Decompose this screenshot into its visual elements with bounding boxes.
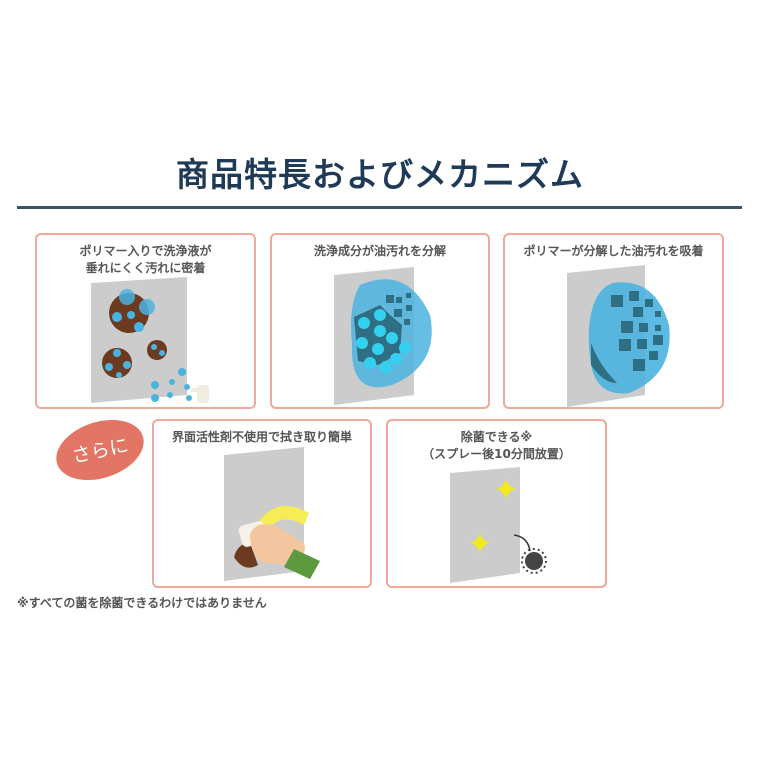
- feature-card-decompose: 洗浄成分が油汚れを分解: [270, 233, 490, 409]
- sleeve-icon: [284, 549, 320, 579]
- feature-card-sanitize: 除菌できる※ （スプレー後10分間放置）: [386, 419, 607, 588]
- wipe-hand-illustration: [224, 447, 320, 581]
- feature-card-adhesion: ポリマー入りで洗浄液が 垂れにくく汚れに密着: [35, 233, 256, 409]
- sanitize-illustration: [450, 467, 547, 583]
- decompose-oil-illustration: [334, 267, 432, 405]
- card-caption: 除菌できる※ （スプレー後10分間放置）: [422, 430, 571, 461]
- dirt-blob-icon: [109, 289, 155, 333]
- sarani-badge: さらに: [48, 409, 152, 491]
- spray-adhesion-illustration: [91, 277, 209, 403]
- spray-bottle-icon: [191, 385, 209, 403]
- card-caption: ポリマーが分解した油汚れを吸着: [523, 244, 704, 258]
- card-caption: 洗浄成分が油汚れを分解: [313, 244, 446, 258]
- title-divider: [17, 206, 742, 209]
- feature-card-absorb: ポリマーが分解した油汚れを吸着: [503, 233, 724, 409]
- card-caption: 界面活性剤不使用で拭き取り簡単: [171, 430, 352, 444]
- sparkle-icon: [496, 479, 516, 499]
- absorb-oil-illustration: [567, 265, 670, 407]
- sparkle-icon: [470, 533, 490, 553]
- page-title: 商品特長およびメカニズム: [176, 155, 584, 194]
- footnote: ※すべての菌を除菌できるわけではありません: [17, 596, 267, 610]
- germ-icon: [521, 548, 547, 574]
- feature-card-wipe: 界面活性剤不使用で拭き取り簡単: [152, 419, 372, 588]
- card-caption: ポリマー入りで洗浄液が 垂れにくく汚れに密着: [79, 244, 212, 275]
